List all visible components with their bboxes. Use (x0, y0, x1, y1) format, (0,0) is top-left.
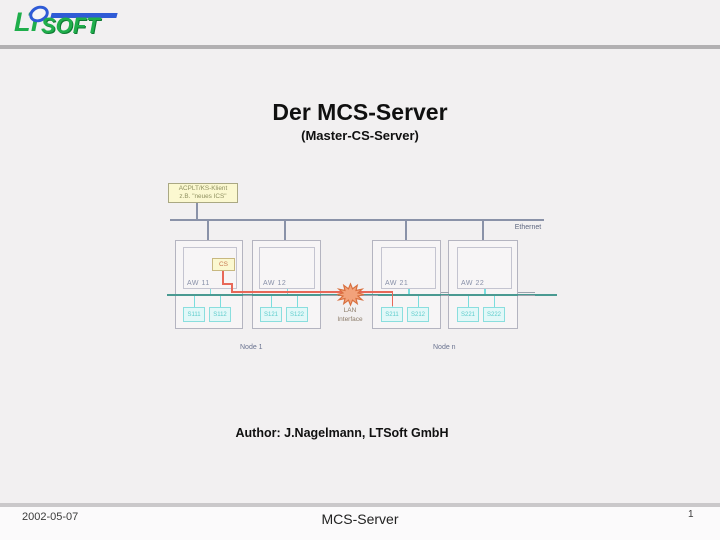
server-s211: S211 (381, 307, 403, 322)
node-group-2: AW 12 S121 S122 (252, 240, 321, 329)
server-s122: S122 (286, 307, 308, 322)
aw22-lan-stub (484, 289, 486, 296)
lan-coupler-2 (321, 292, 338, 296)
ethernet-drop-4 (482, 221, 484, 240)
aw12-label: AW 12 (263, 280, 287, 287)
lan-coupler-1 (243, 292, 252, 296)
client-drop-line (196, 203, 198, 220)
s212-stub (417, 296, 419, 307)
s122-stub (296, 296, 298, 307)
s221-stub (467, 296, 469, 307)
footer-title: MCS-Server (321, 511, 399, 527)
lan-coupler-4 (441, 292, 449, 296)
s222-stub (493, 296, 495, 307)
ethernet-drop-3 (405, 221, 407, 240)
lan-interface-burst-icon (336, 282, 365, 307)
acplt-client-box: ACPLT/KS-Klient z.B. "neues ICS" (168, 183, 238, 203)
ltsoft-logo: LT SOFT (14, 2, 134, 46)
cs-box: CS (212, 258, 235, 271)
footer-divider (0, 503, 720, 507)
aw12-box: AW 12 (259, 247, 315, 289)
ethernet-drop-1 (207, 221, 209, 240)
ethernet-bus-line (170, 219, 544, 221)
footer-band (0, 507, 720, 540)
s111-stub (193, 296, 195, 307)
slide-title: Der MCS-Server (272, 99, 448, 125)
node-group-1: AW 11 S111 S112 (175, 240, 243, 329)
logo-soft-text: SOFT (41, 13, 100, 38)
footer-date: 2002-05-07 (22, 511, 79, 523)
lan-coupler-5 (518, 292, 535, 296)
ethernet-drop-2 (284, 221, 286, 240)
footer-page-number: 1 (688, 509, 694, 520)
cs-link-seg2 (222, 283, 232, 285)
lan-interface-line2: Interface (337, 316, 363, 324)
node1-label: Node 1 (240, 344, 263, 351)
slide-subtitle: (Master-CS-Server) (301, 128, 419, 143)
acplt-client-line1: ACPLT/KS-Klient (178, 185, 228, 192)
server-s111: S111 (183, 307, 205, 322)
server-s212: S212 (407, 307, 429, 322)
aw22-box: AW 22 (457, 247, 512, 289)
aw12-lan-stub (286, 289, 288, 296)
lan-coupler-3 (361, 292, 378, 296)
aw11-lan-stub (209, 289, 211, 296)
author-line: Author: J.Nagelmann, LTSoft GmbH (235, 426, 449, 440)
top-divider (0, 45, 720, 49)
aw21-lan-stub (408, 289, 410, 296)
aw21-label: AW 21 (385, 280, 409, 287)
lan-interface-line1: LAN (343, 307, 357, 314)
aw22-label: AW 22 (461, 280, 485, 287)
lan-interface-label: LAN Interface (328, 306, 372, 324)
server-s221: S221 (457, 307, 479, 322)
cs-link-seg3 (231, 283, 233, 292)
noden-label: Node n (433, 344, 456, 351)
server-s112: S112 (209, 307, 231, 322)
node-group-3: AW 21 S211 S212 (372, 240, 441, 329)
aw11-label: AW 11 (187, 280, 210, 287)
acplt-client-line2: z.B. "neues ICS" (179, 193, 227, 201)
cs-link-seg1 (222, 271, 224, 284)
s112-stub (219, 296, 221, 307)
cs-link-seg5 (391, 291, 393, 306)
server-s222: S222 (483, 307, 505, 322)
ethernet-label: Ethernet (514, 224, 542, 231)
server-s121: S121 (260, 307, 282, 322)
cs-link-seg4 (231, 291, 393, 293)
aw21-box: AW 21 (381, 247, 436, 289)
node-group-4: AW 22 S221 S222 (448, 240, 518, 329)
s121-stub (270, 296, 272, 307)
